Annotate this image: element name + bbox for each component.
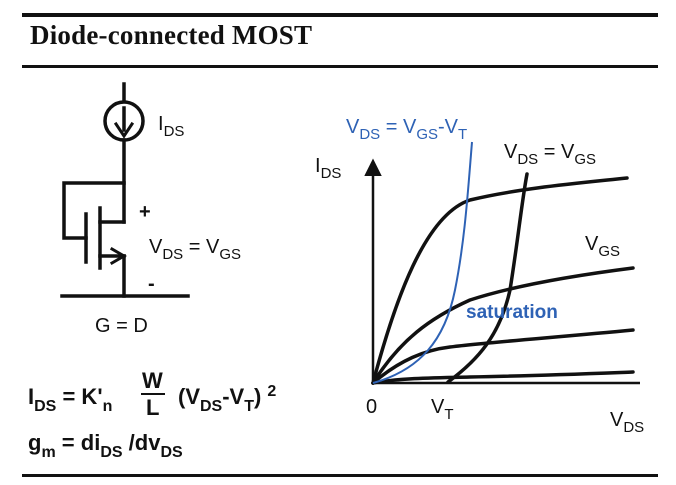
plus-sign: +	[139, 201, 151, 223]
curve-vgs-2	[371, 266, 635, 385]
y-axis-label: IDS	[315, 155, 341, 182]
vds-equals-vgs-label: VDS = VGS	[149, 236, 241, 263]
diode-curve-label: VDS = VGS	[504, 141, 596, 168]
curve-vgs-1	[371, 328, 635, 385]
gate-drain-connection	[62, 181, 126, 240]
diode-curve-vds-eq-vgs	[446, 172, 529, 384]
top-rule	[22, 13, 658, 17]
slide-title: Diode-connected MOST	[30, 20, 313, 50]
x-axis-label: VDS	[610, 409, 644, 436]
ids-equation: IDS = K'n	[28, 384, 112, 415]
fraction-numerator: W	[142, 368, 163, 393]
iv-graph: IDS VDS 0 VT VGS VDS = VGS-VT VDS = VGS …	[315, 116, 644, 436]
vgs-curve-label: VGS	[585, 233, 620, 260]
saturation-region-label: saturation	[466, 302, 558, 323]
output-curves	[371, 172, 635, 385]
gm-equation: gm = diDS /dvDS	[28, 430, 183, 461]
origin-label: 0	[366, 396, 377, 418]
curve-vgs-low	[371, 370, 635, 385]
curve-vgs-3	[371, 176, 629, 385]
saturation-boundary-label: VDS = VGS-VT	[346, 116, 467, 143]
ids-equation-parenthetical: (VDS-VT)2	[178, 383, 276, 415]
saturation-boundary	[372, 141, 473, 384]
current-source-arrow-head	[113, 121, 135, 139]
minus-sign: -	[148, 273, 155, 295]
bottom-rule	[22, 474, 658, 477]
current-source-label: IDS	[158, 113, 184, 140]
title-rule	[22, 65, 658, 68]
diode-circuit	[60, 82, 190, 298]
gate-equals-drain-label: G = D	[95, 315, 148, 337]
threshold-voltage-label: VT	[431, 396, 454, 423]
fraction-denominator: L	[146, 395, 159, 420]
